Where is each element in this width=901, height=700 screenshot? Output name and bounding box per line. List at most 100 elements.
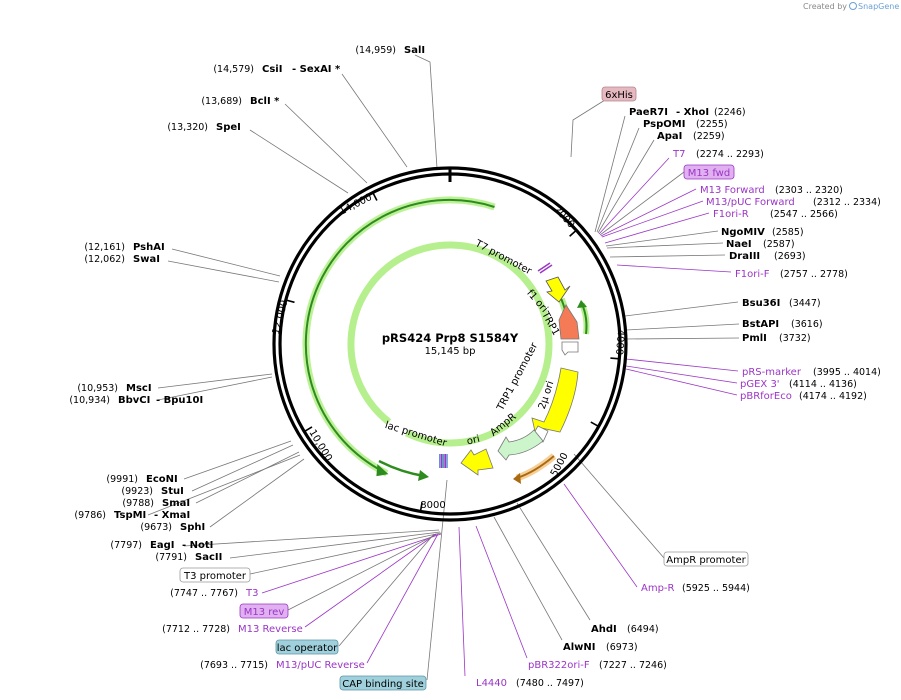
ruler-tick bbox=[610, 357, 620, 360]
leader-line bbox=[338, 533, 435, 647]
site-position: (6494) bbox=[627, 624, 659, 635]
callout: F1ori-F(2757 .. 2778) bbox=[735, 269, 848, 280]
leader-line bbox=[573, 453, 665, 559]
leader-line bbox=[598, 157, 670, 235]
site-position: (7747 .. 7767) bbox=[170, 588, 238, 599]
callout: AlwNI(6973) bbox=[563, 642, 638, 653]
site-position: (2259) bbox=[693, 131, 725, 142]
leader-line bbox=[606, 242, 724, 249]
plasmid-name: pRS424 Prp8 S1584Y bbox=[382, 331, 519, 345]
site-position: (14,579) bbox=[213, 64, 254, 75]
site-position: (2246) bbox=[714, 107, 746, 118]
leader-line bbox=[625, 323, 740, 331]
feature-box bbox=[601, 86, 637, 102]
callout: NaeI(2587) bbox=[726, 239, 795, 250]
callout: NgoMIV (2585) bbox=[721, 227, 804, 238]
primer-name: T3 bbox=[245, 588, 258, 599]
amp-r-primer-glow bbox=[515, 453, 557, 482]
site-position: (9788) bbox=[122, 498, 154, 509]
feature-box bbox=[275, 639, 339, 655]
site-name: AlwNI bbox=[563, 642, 596, 653]
site-position: (7791) bbox=[155, 552, 187, 563]
callout: PspOMI(2255) bbox=[643, 119, 728, 130]
leader-line bbox=[249, 129, 349, 194]
feature-bar bbox=[442, 454, 445, 468]
ampr-arrow bbox=[497, 429, 544, 461]
feature-label-ori: ori bbox=[466, 434, 481, 448]
leader-line bbox=[341, 73, 408, 168]
feature-label-ampr: AmpR bbox=[488, 411, 518, 438]
primer-name: M13 Forward bbox=[700, 185, 765, 196]
site-name: CsiI bbox=[262, 64, 282, 75]
site-name: NgoMIV bbox=[721, 227, 765, 238]
leader-line bbox=[616, 264, 732, 273]
primer-name: pBR322ori-F bbox=[528, 660, 590, 671]
callout: L4440(7480 .. 7497) bbox=[476, 678, 584, 689]
trp1-promoter-arrow bbox=[561, 341, 579, 356]
callout: pRS-marker(3995 .. 4014) bbox=[742, 367, 881, 378]
ruler-tick bbox=[372, 192, 378, 201]
leader-line bbox=[475, 525, 528, 659]
site-position: (2693) bbox=[774, 251, 806, 262]
callout: (9788)SmaI bbox=[122, 498, 190, 509]
callout: (9991)EcoNI bbox=[106, 474, 177, 485]
callout: Bsu36I(3447) bbox=[742, 298, 821, 309]
ruler-tick bbox=[303, 426, 313, 433]
callout: pBRforEco(4174 .. 4192) bbox=[740, 391, 867, 402]
callout: (13,320)SpeI bbox=[167, 122, 241, 133]
site-position: (9786) bbox=[74, 510, 106, 521]
feature-bar bbox=[440, 454, 443, 468]
callout: (10,953)MscI bbox=[77, 383, 151, 394]
leader-line bbox=[594, 115, 626, 233]
snapgene-logo-icon bbox=[849, 2, 858, 10]
leader-line bbox=[458, 526, 466, 677]
site-position: (10,934) bbox=[69, 395, 110, 406]
callout: AhdI(6494) bbox=[591, 624, 659, 635]
ruler-tick bbox=[569, 229, 577, 237]
primer-name: M13/pUC Forward bbox=[706, 197, 795, 208]
site-name: TspMI bbox=[114, 510, 146, 521]
orf-arrowhead bbox=[376, 464, 389, 477]
site-position: (2255) bbox=[696, 119, 728, 130]
site-name: EagI bbox=[150, 540, 174, 551]
site-position: (10,953) bbox=[77, 383, 118, 394]
site-name: PaeR7I bbox=[629, 107, 668, 118]
leader-line bbox=[287, 533, 438, 611]
callout: (12,161)PshAI bbox=[84, 242, 164, 253]
credit-brand: SnapGene bbox=[858, 2, 900, 11]
callout: ApaI(2259) bbox=[657, 131, 725, 142]
callout: (7712 .. 7728)M13 Reverse bbox=[162, 624, 303, 635]
site-position: (12,161) bbox=[84, 242, 125, 253]
ruler-label: 4000 bbox=[613, 329, 626, 355]
leader-line bbox=[261, 533, 442, 594]
leader-line bbox=[183, 440, 292, 480]
primer-mark bbox=[539, 264, 553, 274]
ruler-label: 12,000 bbox=[271, 299, 291, 336]
leader-line bbox=[596, 127, 640, 233]
leader-line bbox=[493, 516, 563, 641]
primer-name: pBRforEco bbox=[740, 391, 792, 402]
callout: (7791)SacII bbox=[155, 552, 222, 563]
feature-box-label: lac operator bbox=[277, 643, 338, 654]
ruler-label: 10,000 bbox=[306, 428, 333, 464]
site-position: (9991) bbox=[106, 474, 138, 485]
site-position: (2585) bbox=[772, 227, 804, 238]
leader-line bbox=[284, 103, 368, 184]
callout: (14,959)SalI bbox=[355, 45, 425, 56]
feature-label-lac-promoter: lac promoter bbox=[384, 420, 449, 449]
callout: (14,579)CsiI- SexAI * bbox=[213, 64, 341, 75]
feature-box bbox=[239, 603, 289, 619]
callout: DraIII(2693) bbox=[729, 251, 806, 262]
callout: F1ori-R(2547 .. 2566) bbox=[713, 209, 838, 220]
feature-label-t7-promoter: T7 promoter bbox=[472, 238, 534, 278]
site-position: (2587) bbox=[763, 239, 795, 250]
site-position: (12,062) bbox=[84, 254, 125, 265]
primer-name: Amp-R bbox=[641, 583, 675, 594]
lac-promoter-glow bbox=[347, 241, 553, 447]
callout: PaeR7I- XhoI(2246) bbox=[629, 107, 746, 118]
callout: M13 Forward(2303 .. 2320) bbox=[700, 185, 843, 196]
leader-line bbox=[625, 358, 739, 372]
ruler-tick bbox=[590, 421, 600, 428]
trp1-arrow bbox=[558, 304, 580, 340]
